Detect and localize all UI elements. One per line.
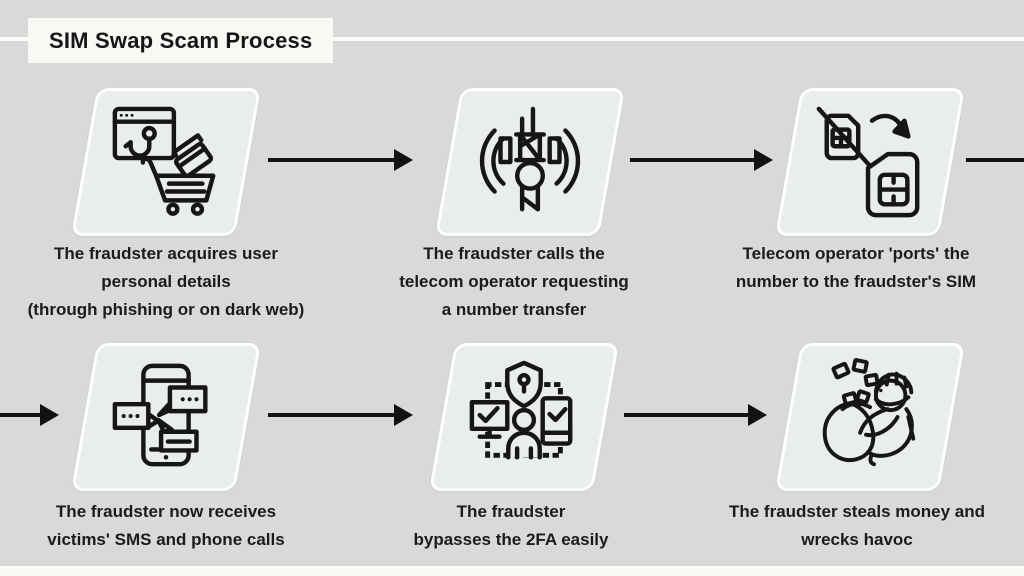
caption-line: The fraudster xyxy=(456,502,566,521)
caption-receive-sms: The fraudster now receives victims' SMS … xyxy=(0,498,346,554)
title-box: SIM Swap Scam Process xyxy=(28,18,334,63)
2fa-bypass-icon xyxy=(469,360,573,460)
step-card-acquire-details xyxy=(70,88,262,236)
caption-line: personal details xyxy=(101,272,231,291)
bottom-strip xyxy=(0,566,1024,576)
caption-line: number to the fraudster's SIM xyxy=(735,272,977,291)
sim-swap-icon xyxy=(816,106,920,218)
cell-tower-icon xyxy=(479,106,581,212)
caption-line: The fraudster acquires user xyxy=(54,244,278,263)
caption-call-operator: The fraudster calls the telecom operator… xyxy=(334,240,694,324)
caption-line: The fraudster steals money and xyxy=(728,502,986,521)
step-card-call-operator xyxy=(434,88,626,236)
caption-line: (through phishing or on dark web) xyxy=(27,300,305,319)
caption-steal-money: The fraudster steals money and wrecks ha… xyxy=(677,498,1024,554)
phishing-cart-icon xyxy=(112,106,216,216)
flow-arrow-step4-step5 xyxy=(268,404,413,426)
caption-line: wrecks havoc xyxy=(801,530,913,549)
caption-line: bypasses the 2FA easily xyxy=(413,530,609,549)
caption-line: a number transfer xyxy=(441,300,587,319)
step-card-port-number xyxy=(774,88,966,236)
caption-acquire-details: The fraudster acquires user personal det… xyxy=(0,240,346,324)
flow-arrow-entry-step4 xyxy=(0,404,59,426)
caption-line: The fraudster now receives xyxy=(55,502,277,521)
flow-arrow-step2-step3 xyxy=(630,149,773,171)
step-card-steal-money xyxy=(774,343,966,491)
step-card-receive-sms xyxy=(70,343,262,491)
flow-arrow-step5-step6 xyxy=(624,404,767,426)
page-title: SIM Swap Scam Process xyxy=(49,27,313,53)
caption-port-number: Telecom operator 'ports' the number to t… xyxy=(676,240,1024,296)
phone-messages-icon xyxy=(112,363,208,467)
caption-line: Telecom operator 'ports' the xyxy=(742,244,970,263)
caption-line: telecom operator requesting xyxy=(399,272,629,291)
caption-bypass-2fa: The fraudster bypasses the 2FA easily xyxy=(331,498,691,554)
caption-line: victims' SMS and phone calls xyxy=(47,530,285,549)
thief-icon xyxy=(822,358,916,467)
top-divider-line xyxy=(0,37,1024,41)
step-card-bypass-2fa xyxy=(428,343,620,491)
caption-line: The fraudster calls the xyxy=(423,244,605,263)
flow-arrow-step1-step2 xyxy=(268,149,413,171)
flow-line-step3-exit xyxy=(966,158,1024,162)
